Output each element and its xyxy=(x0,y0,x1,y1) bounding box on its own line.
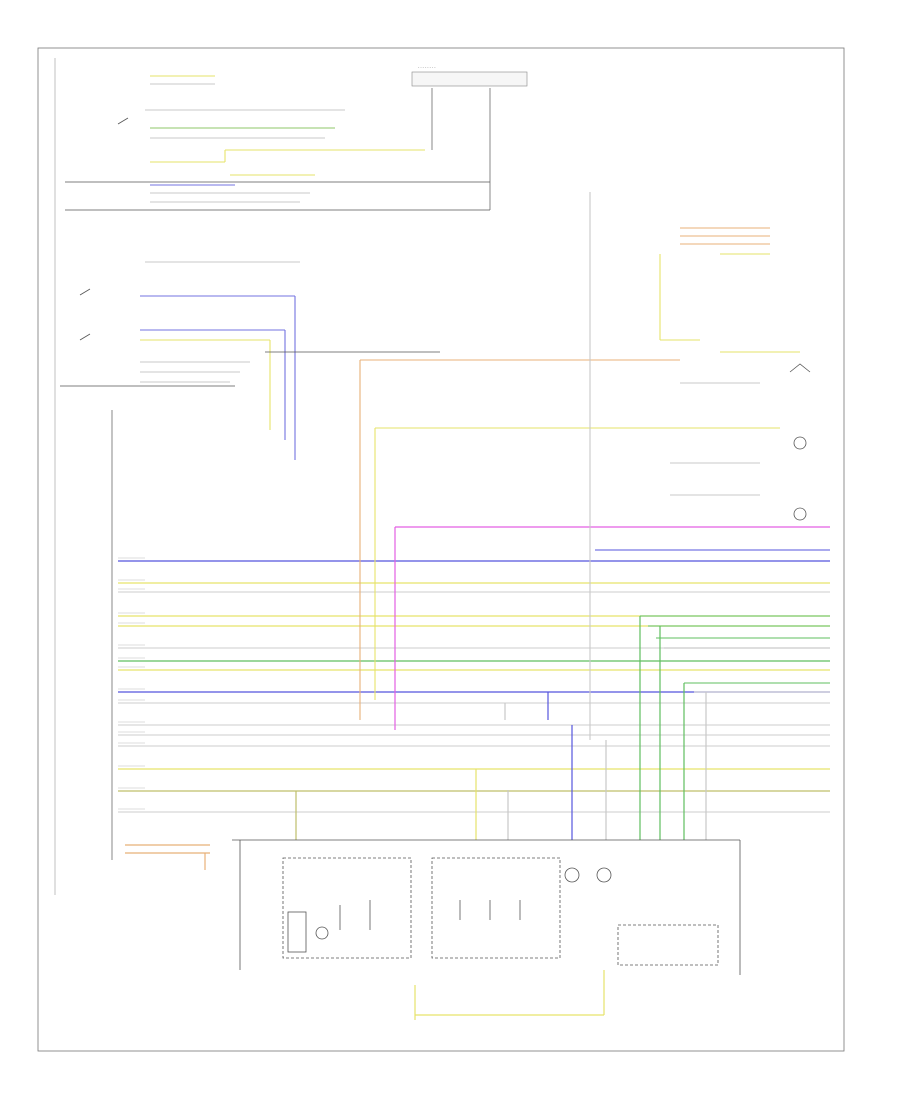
orange-wire xyxy=(359,359,680,720)
module-drops xyxy=(295,616,707,840)
svg-text:- - - - - - - -: - - - - - - - - xyxy=(418,65,436,69)
main-harness-rows xyxy=(118,557,830,813)
bottom-wires xyxy=(125,844,605,1020)
fuse-block: - - - - - - - - xyxy=(411,65,528,87)
top-switch-group xyxy=(60,75,491,460)
diagram-frame xyxy=(37,47,845,1052)
switch-symbols xyxy=(79,117,811,883)
right-switch-area xyxy=(374,192,830,740)
pink-wire xyxy=(394,526,830,730)
headlamp-module xyxy=(232,839,741,975)
